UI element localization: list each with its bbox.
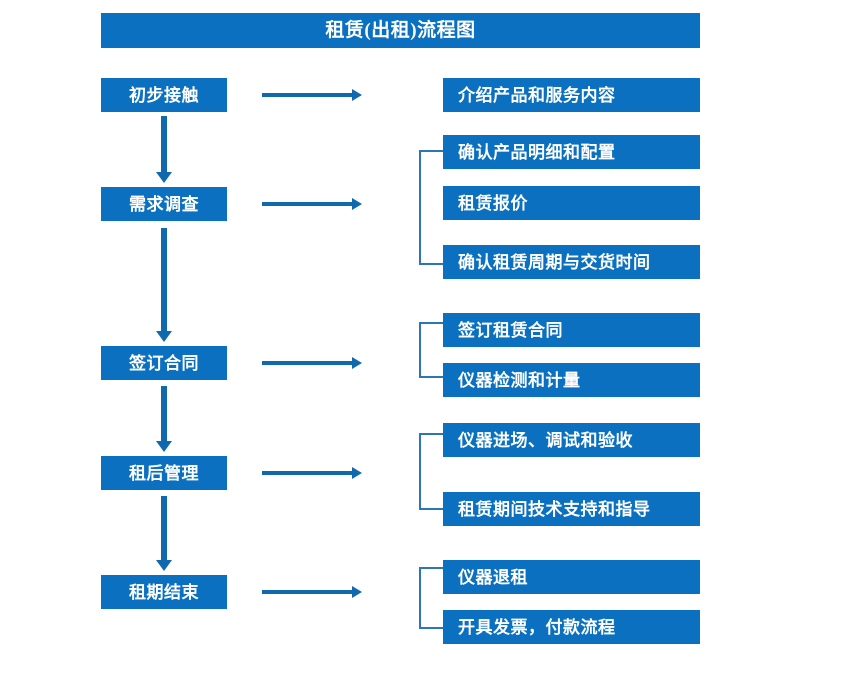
stage-label-2: 需求调查: [129, 194, 199, 214]
arrow-stem: [262, 590, 354, 594]
detail-box-g4-1[interactable]: 仪器进场、调试和验收: [443, 423, 700, 457]
arrow-head-down-icon: [156, 441, 172, 452]
horizontal-arrow-2: [262, 192, 362, 216]
vertical-arrow-3: [156, 386, 172, 452]
stage-box-2[interactable]: 需求调查: [101, 187, 227, 221]
arrow-head-right-icon: [352, 198, 362, 210]
arrow-stem: [262, 202, 354, 206]
vertical-arrow-2: [156, 228, 172, 342]
detail-label: 签订租赁合同: [458, 320, 563, 340]
detail-box-g5-2[interactable]: 开具发票，付款流程: [443, 610, 700, 644]
bracket-group-5: [419, 567, 443, 629]
vertical-arrow-4: [156, 496, 172, 571]
chart-title-label: 租赁(出租)流程图: [325, 20, 476, 41]
detail-label: 租赁期间技术支持和指导: [458, 499, 651, 519]
detail-box-g2-2[interactable]: 租赁报价: [443, 186, 700, 220]
arrow-head-down-icon: [156, 560, 172, 571]
detail-box-g2-1[interactable]: 确认产品明细和配置: [443, 135, 700, 169]
arrow-head-down-icon: [156, 331, 172, 342]
detail-box-g4-2[interactable]: 租赁期间技术支持和指导: [443, 492, 700, 526]
arrow-stem: [161, 116, 167, 172]
detail-box-g3-2[interactable]: 仪器检测和计量: [443, 363, 700, 397]
detail-label: 仪器检测和计量: [458, 370, 581, 390]
detail-label: 租赁报价: [458, 193, 528, 213]
vertical-arrow-1: [156, 116, 172, 183]
chart-title-bar: 租赁(出租)流程图: [101, 13, 700, 48]
arrow-head-right-icon: [352, 467, 362, 479]
arrow-stem: [262, 361, 354, 365]
stage-label-4: 租后管理: [129, 463, 199, 483]
detail-label: 介绍产品和服务内容: [458, 85, 616, 105]
stage-box-3[interactable]: 签订合同: [101, 346, 227, 380]
arrow-head-down-icon: [156, 172, 172, 183]
stage-box-4[interactable]: 租后管理: [101, 456, 227, 490]
arrow-stem: [161, 496, 167, 560]
detail-box-g5-1[interactable]: 仪器退租: [443, 560, 700, 594]
stage-label-5: 租期结束: [129, 582, 199, 602]
stage-box-5[interactable]: 租期结束: [101, 575, 227, 609]
horizontal-arrow-3: [262, 351, 362, 375]
bracket-group-4: [419, 433, 443, 510]
stage-box-1[interactable]: 初步接触: [101, 78, 227, 112]
arrow-head-right-icon: [352, 357, 362, 369]
detail-label: 确认产品明细和配置: [458, 142, 616, 162]
detail-label: 仪器退租: [458, 567, 528, 587]
detail-label: 仪器进场、调试和验收: [458, 430, 633, 450]
detail-box-g2-3[interactable]: 确认租赁周期与交货时间: [443, 245, 700, 279]
horizontal-arrow-1: [262, 83, 362, 107]
arrow-stem: [262, 93, 354, 97]
detail-label: 确认租赁周期与交货时间: [458, 252, 651, 272]
bracket-group-2: [419, 150, 443, 265]
arrow-stem: [161, 386, 167, 441]
horizontal-arrow-5: [262, 580, 362, 604]
bracket-group-3: [419, 322, 443, 378]
arrow-stem: [262, 471, 354, 475]
detail-label: 开具发票，付款流程: [458, 617, 616, 637]
stage-label-3: 签订合同: [129, 353, 199, 373]
detail-box-g3-1[interactable]: 签订租赁合同: [443, 313, 700, 347]
detail-box-g1-1[interactable]: 介绍产品和服务内容: [443, 78, 700, 112]
stage-label-1: 初步接触: [129, 85, 199, 105]
arrow-head-right-icon: [352, 89, 362, 101]
arrow-stem: [161, 228, 167, 331]
arrow-head-right-icon: [352, 586, 362, 598]
horizontal-arrow-4: [262, 461, 362, 485]
